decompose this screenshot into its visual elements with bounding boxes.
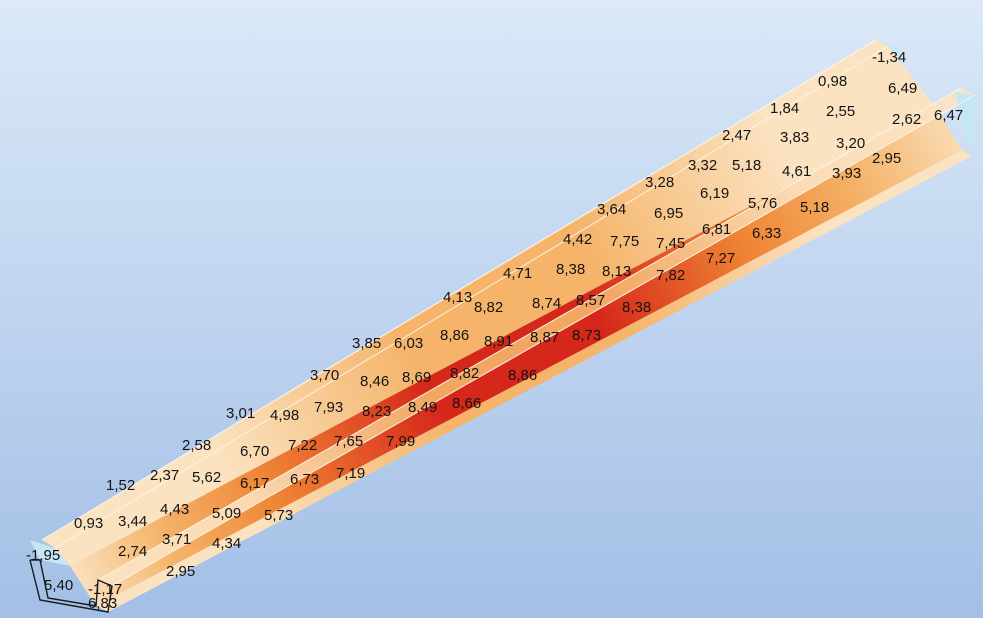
result-value-label: 0,98: [818, 73, 847, 90]
result-value-label: 8,57: [576, 292, 605, 309]
result-value-label: 7,82: [656, 267, 685, 284]
result-value-label: 6,03: [394, 335, 423, 352]
result-value-label: 5,62: [192, 469, 221, 486]
result-value-label: 2,62: [892, 111, 921, 128]
result-value-label: 2,74: [118, 543, 147, 560]
result-value-label: 7,19: [336, 465, 365, 482]
result-value-label: 2,58: [182, 437, 211, 454]
result-value-label: 8,82: [474, 299, 503, 316]
beam-near-web: [96, 150, 972, 612]
result-value-label: 8,49: [408, 399, 437, 416]
result-value-label: 7,22: [288, 437, 317, 454]
end-zone-negative-right: [876, 40, 905, 68]
result-value-label: 6,17: [240, 475, 269, 492]
result-value-label: 2,55: [826, 103, 855, 120]
result-value-label: 6,47: [934, 107, 963, 124]
beam-far-web: [55, 46, 936, 566]
result-value-label: 8,38: [622, 299, 651, 316]
result-value-label: 3,85: [352, 335, 381, 352]
result-value-label: 2,95: [872, 150, 901, 167]
beam-edge-line: [54, 45, 889, 549]
result-value-label: -1,34: [872, 49, 906, 66]
result-value-label: 6,83: [88, 595, 117, 612]
result-value-label: 5,73: [264, 507, 293, 524]
result-value-label: 8,66: [452, 395, 481, 412]
result-value-label: 6,49: [888, 80, 917, 97]
result-value-label: 1,84: [770, 100, 799, 117]
result-value-label: 5,18: [732, 157, 761, 174]
result-value-label: 4,98: [270, 407, 299, 424]
result-value-label: 3,01: [226, 405, 255, 422]
channel-beam: [29, 39, 976, 613]
result-value-label: 8,23: [362, 403, 391, 420]
result-value-label: 3,20: [836, 135, 865, 152]
result-value-label: 4,13: [443, 289, 472, 306]
result-value-label: 3,83: [780, 129, 809, 146]
result-value-label: 4,43: [160, 501, 189, 518]
result-value-label: 6,19: [700, 185, 729, 202]
result-value-label: 3,32: [688, 157, 717, 174]
result-value-label: -1,95: [26, 547, 60, 564]
result-value-label: 4,34: [212, 535, 241, 552]
result-value-label: 7,27: [706, 250, 735, 267]
result-value-label: 6,81: [702, 221, 731, 238]
result-value-label: 3,44: [118, 513, 147, 530]
end-zone-negative-right-lower: [955, 92, 975, 156]
result-value-label: 2,95: [166, 563, 195, 580]
result-value-label: 3,28: [645, 174, 674, 191]
result-value-label: 6,95: [654, 205, 683, 222]
beam-far-flange: [42, 40, 888, 548]
beam-edge-line: [41, 39, 877, 541]
result-value-label: 7,99: [386, 433, 415, 450]
result-value-label: 4,42: [563, 231, 592, 248]
result-value-label: 8,87: [530, 329, 559, 346]
result-value-label: 8,38: [556, 261, 585, 278]
result-value-label: 8,73: [572, 327, 601, 344]
result-value-label: 8,86: [508, 367, 537, 384]
result-value-label: 8,46: [360, 373, 389, 390]
result-value-label: 5,76: [748, 195, 777, 212]
result-value-label: 6,73: [290, 471, 319, 488]
result-value-label: 2,47: [722, 127, 751, 144]
result-value-label: 5,09: [212, 505, 241, 522]
result-value-label: -1,17: [88, 581, 122, 598]
result-value-label: 3,71: [162, 531, 191, 548]
result-value-label: 4,61: [782, 163, 811, 180]
result-labels: -1,34 0,98 6,49 1,84 2,55 2,62 6,47 2,47 3,83 3,2…: [26, 49, 963, 612]
result-value-label: 8,74: [532, 295, 561, 312]
result-value-label: 8,13: [602, 263, 631, 280]
result-value-label: 3,64: [597, 201, 626, 218]
result-value-label: 3,93: [832, 165, 861, 182]
result-value-label: 3,70: [310, 367, 339, 384]
result-value-label: 0,93: [74, 515, 103, 532]
result-value-label: 8,91: [484, 333, 513, 350]
result-value-label: 6,33: [752, 225, 781, 242]
result-value-label: 7,45: [656, 235, 685, 252]
result-value-label: 6,70: [240, 443, 269, 460]
result-value-label: 8,69: [402, 369, 431, 386]
result-value-label: 7,93: [314, 399, 343, 416]
beam-edge-line: [111, 94, 976, 587]
result-value-label: 4,71: [503, 265, 532, 282]
result-value-label: 5,40: [44, 577, 73, 594]
result-value-label: 7,75: [610, 233, 639, 250]
result-value-label: 8,86: [440, 327, 469, 344]
beam-near-flange: [98, 88, 975, 586]
beam-end-section-outline: [29, 559, 113, 613]
result-value-label: 8,82: [450, 365, 479, 382]
result-value-label: 5,18: [800, 199, 829, 216]
result-value-label: 2,37: [150, 467, 179, 484]
beam-edge-line: [97, 87, 962, 581]
result-value-label: 1,52: [106, 477, 135, 494]
result-value-label: 7,65: [334, 433, 363, 450]
